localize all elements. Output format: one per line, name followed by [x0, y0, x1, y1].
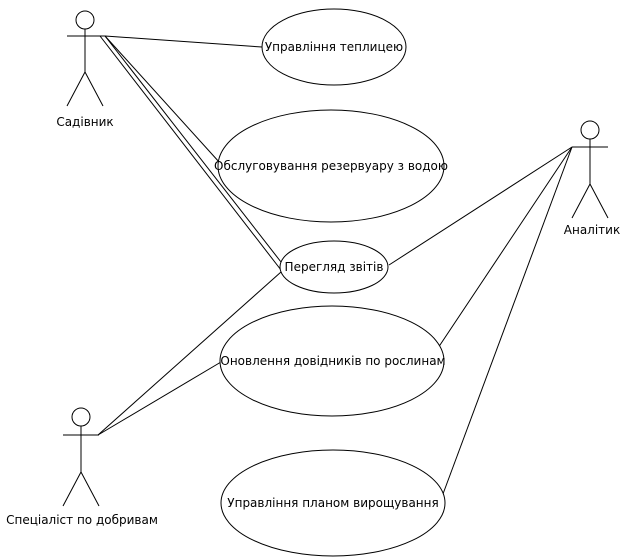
- actor-analyst: Аналітик: [564, 120, 620, 237]
- actor-analyst-label: Аналітик: [564, 223, 620, 237]
- association-specialist-plant-catalogs: [97, 361, 222, 436]
- actor-gardener-label: Садівник: [56, 115, 113, 129]
- association-specialist-reports: [97, 271, 282, 436]
- actor-gardener-left-leg: [66, 71, 86, 107]
- use-case-greenhouse-ellipse: [261, 8, 407, 86]
- actor-analyst-right-leg: [589, 183, 609, 219]
- association-gardener-reports-2: [99, 35, 282, 271]
- use-case-plant-catalogs-ellipse: [219, 305, 445, 417]
- actor-specialist-head: [71, 407, 91, 427]
- use-case-water-tank: Обслуговування резервуару з водою: [214, 109, 448, 223]
- association-gardener-reports: [104, 35, 282, 263]
- use-case-water-tank-ellipse: [217, 109, 445, 223]
- use-case-reports-label: Перегляд звітів: [285, 260, 384, 274]
- actor-gardener-head: [75, 10, 95, 30]
- use-case-greenhouse-label: Управління теплицею: [265, 40, 403, 54]
- association-gardener-greenhouse: [104, 35, 263, 48]
- use-case-water-tank-label: Обслуговування резервуару з водою: [214, 159, 448, 173]
- use-case-growing-plan: Управління планом вирощування: [220, 449, 446, 557]
- association-lines: [97, 35, 573, 503]
- actor-specialist-left-leg: [62, 471, 82, 507]
- association-analyst-plant-catalogs: [427, 146, 573, 364]
- association-analyst-growing-plan: [439, 146, 573, 503]
- use-case-reports: Перегляд звітів: [279, 240, 389, 294]
- use-case-greenhouse: Управління теплицею: [261, 8, 407, 86]
- actor-gardener: Садівник: [56, 10, 114, 129]
- use-case-growing-plan-label: Управління планом вирощування: [227, 496, 438, 510]
- use-case-reports-ellipse: [279, 240, 389, 294]
- actor-specialist-right-leg: [80, 471, 100, 507]
- use-case-plant-catalogs-label: Оновлення довідників по рослинам: [220, 354, 445, 368]
- actor-gardener-right-leg: [84, 71, 104, 107]
- association-analyst-reports: [388, 146, 573, 266]
- actor-fertilizer-specialist-label: Спеціаліст по добривам: [6, 513, 158, 527]
- association-gardener-water-tank: [104, 35, 221, 164]
- actor-analyst-left-leg: [571, 183, 591, 219]
- use-case-growing-plan-ellipse: [220, 449, 446, 557]
- actor-analyst-head: [580, 120, 600, 140]
- actor-fertilizer-specialist: Спеціаліст по добривам: [6, 407, 158, 527]
- use-case-plant-catalogs: Оновлення довідників по рослинам: [219, 305, 446, 417]
